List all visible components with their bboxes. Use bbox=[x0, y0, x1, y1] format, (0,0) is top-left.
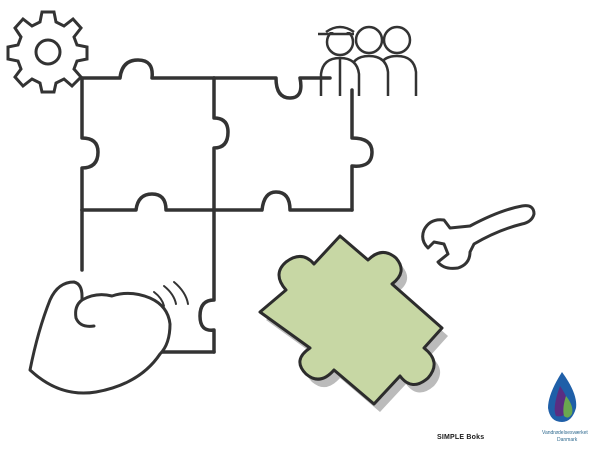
puzzle-piece-icon bbox=[260, 236, 448, 412]
gear-icon bbox=[8, 12, 87, 92]
wrench-icon bbox=[423, 206, 534, 269]
people-icon bbox=[318, 27, 416, 96]
hand-icon bbox=[30, 282, 188, 393]
drop-logo-line-2: Danmark bbox=[557, 437, 577, 443]
simple-logo: SIMPLE Boks bbox=[437, 434, 484, 441]
drop-logo-line-1: Vandrødelsesværket bbox=[542, 430, 588, 436]
drop-logo-icon bbox=[548, 372, 576, 422]
